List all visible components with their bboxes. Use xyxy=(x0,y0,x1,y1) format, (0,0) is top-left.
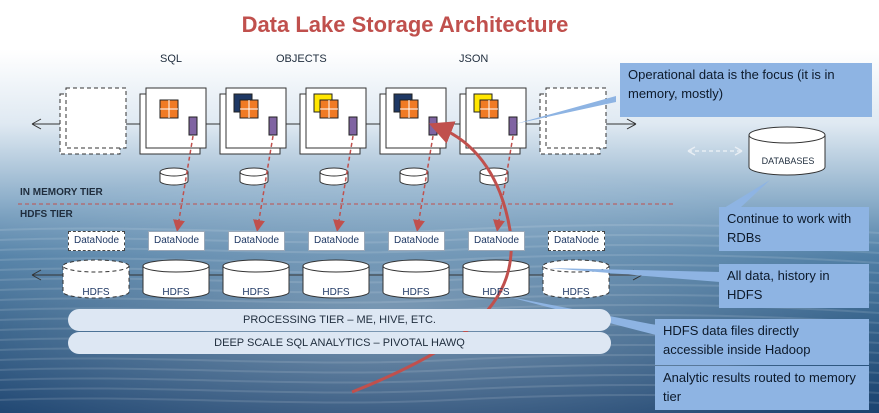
databases-stack xyxy=(748,126,826,176)
hdfs-tier-label: HDFS TIER xyxy=(20,209,73,220)
operational-note-pointer xyxy=(515,96,616,124)
hdfs-cylinder xyxy=(142,266,210,299)
note-analytic-results: Analytic results routed to memory tier xyxy=(655,366,869,410)
hdfs-label: HDFS xyxy=(162,287,190,298)
datanode-box: DataNode xyxy=(388,231,445,251)
databases-label: DATABASES xyxy=(761,156,815,166)
note-rdbs: Continue to work with RDBs xyxy=(719,207,869,251)
persist-arrow xyxy=(333,135,354,232)
datanode-box: DataNode xyxy=(308,231,365,251)
column-label-objects: OBJECTS xyxy=(276,53,327,65)
hdfs-cylinder xyxy=(302,266,370,299)
memory-tier-arrowheads xyxy=(31,118,637,130)
memory-card xyxy=(545,87,607,149)
column-label-json: JSON xyxy=(459,53,489,65)
purple-log-icon xyxy=(268,116,278,136)
partition-column xyxy=(139,87,210,299)
processing-tier-bar: PROCESSING TIER – ME, HIVE, ETC. xyxy=(68,309,611,331)
rdbs-note-pointer xyxy=(724,180,770,208)
hdfs-label: HDFS xyxy=(402,287,430,298)
hdfs-label: HDFS xyxy=(242,287,270,298)
hdfs-cylinder xyxy=(382,266,450,299)
datanode-box: DataNode xyxy=(148,231,205,251)
persist-arrow xyxy=(253,135,274,232)
note-hdfs-files: HDFS data files directly accessible insi… xyxy=(655,319,869,365)
deep-sql-analytics-bar: DEEP SCALE SQL ANALYTICS – PIVOTAL HAWQ xyxy=(68,332,611,354)
slide-title: Data Lake Storage Architecture xyxy=(241,12,569,37)
memory-tier-label: IN MEMORY TIER xyxy=(20,187,103,198)
hdfs-cylinder xyxy=(542,266,610,299)
purple-log-icon xyxy=(348,116,358,136)
purple-log-icon xyxy=(428,116,438,136)
hdfs-cylinder xyxy=(222,266,290,299)
partition-column xyxy=(219,87,290,299)
history-note-pointer xyxy=(548,268,720,282)
datanode-box: DataNode xyxy=(68,231,125,251)
hdfs-cylinder xyxy=(62,266,130,299)
note-operational: Operational data is the focus (it is in … xyxy=(620,63,872,117)
persist-arrow xyxy=(493,135,514,232)
partition-column xyxy=(379,87,450,299)
memory-card xyxy=(65,87,127,149)
hdfs-tier-arrowheads xyxy=(31,269,643,281)
hdfs-label: HDFS xyxy=(82,287,110,298)
hdfs-label: HDFS xyxy=(482,287,510,298)
partition-column xyxy=(539,87,610,299)
note-history: All data, history in HDFS xyxy=(719,264,869,308)
hdfs-label: HDFS xyxy=(562,287,590,298)
datanode-box: DataNode xyxy=(468,231,525,251)
persist-arrow xyxy=(413,135,434,232)
purple-log-icon xyxy=(508,116,518,136)
partition-column xyxy=(299,87,370,299)
persist-arrow xyxy=(173,135,194,232)
hdfs-label: HDFS xyxy=(322,287,350,298)
datanode-box: DataNode xyxy=(548,231,605,251)
partition-column xyxy=(459,87,530,299)
datanode-box: DataNode xyxy=(228,231,285,251)
partition-column xyxy=(59,87,130,299)
purple-log-icon xyxy=(188,116,198,136)
column-label-sql: SQL xyxy=(160,53,183,65)
